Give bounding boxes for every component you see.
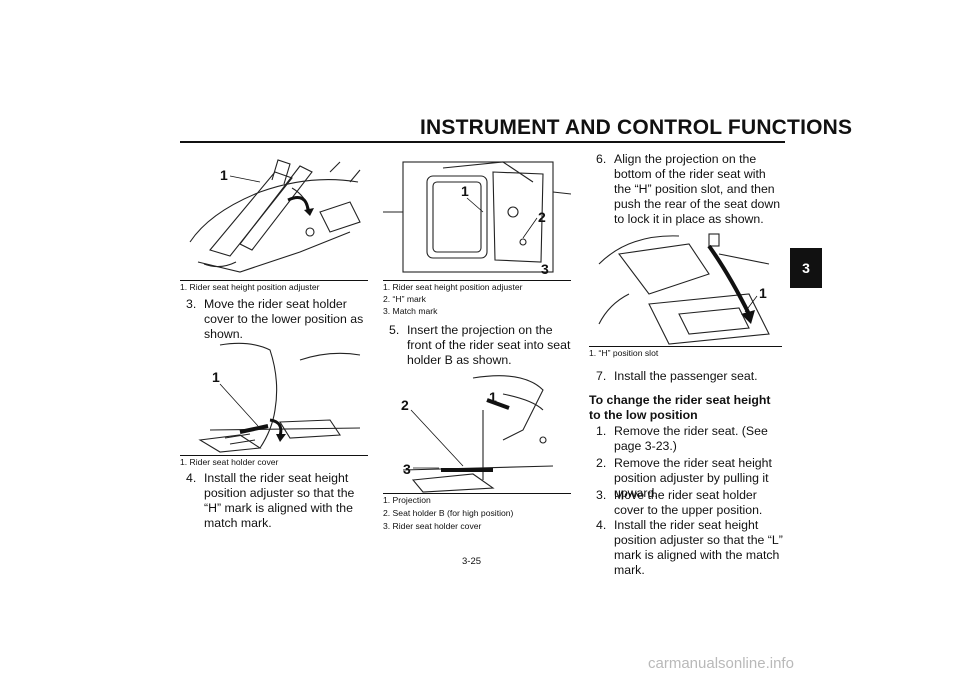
step-number: 3.: [186, 297, 197, 311]
step-number: 4.: [596, 518, 607, 532]
figure-3-caption-1: 1. Rider seat height position adjuster: [383, 282, 523, 292]
chapter-tab: 3: [790, 248, 822, 288]
step-4: 4. Install the rider seat height positio…: [186, 471, 372, 531]
step-text: Align the projection on the bottom of th…: [614, 152, 781, 226]
figure-h-slot: 1: [589, 224, 782, 346]
figure-4-caption-1: 1. Projection: [383, 495, 431, 505]
figure-4-callout-2: 2: [401, 397, 409, 413]
step-number: 6.: [596, 152, 607, 166]
step-text: Remove the rider seat height position ad…: [614, 456, 772, 500]
step-text: Remove the rider seat. (See page 3-23.): [614, 424, 768, 453]
figure-3-caption-3: 3. Match mark: [383, 306, 438, 316]
figure-3-caption-2: 2. “H” mark: [383, 294, 426, 304]
step-text: Install the passenger seat.: [614, 369, 758, 383]
figure-5-callout-1: 1: [759, 285, 767, 301]
figure-4-callout-3: 3: [403, 461, 411, 477]
figure-h-mark: 1 2 3: [383, 152, 571, 280]
low-step-4: 4. Install the rider seat height positio…: [596, 518, 786, 578]
figure-4-illustration: 2 1 3: [401, 375, 554, 493]
step-7: 7. Install the passenger seat.: [596, 369, 786, 384]
caption-rule: [589, 346, 782, 347]
header-rule: [180, 141, 785, 143]
low-step-3: 3. Move the rider seat holder cover to t…: [596, 488, 786, 518]
caption-rule: [180, 280, 368, 281]
step-3: 3. Move the rider seat holder cover to t…: [186, 297, 370, 342]
step-5: 5. Insert the projection on the front of…: [389, 323, 575, 368]
figure-holder-cover: 1: [180, 340, 368, 455]
step-text: Install the rider seat height position a…: [614, 518, 783, 577]
figure-4-callout-1: 1: [489, 389, 497, 405]
figure-5-caption: 1. “H” position slot: [589, 348, 659, 358]
page-title: INSTRUMENT AND CONTROL FUNCTIONS: [420, 116, 853, 139]
step-number: 4.: [186, 471, 197, 485]
page-number: 3-25: [462, 556, 482, 567]
step-number: 2.: [596, 456, 607, 470]
step-6: 6. Align the projection on the bottom of…: [596, 152, 786, 227]
step-text: Move the rider seat holder cover to the …: [204, 297, 364, 341]
watermark: carmanualsonline.info: [648, 655, 794, 672]
step-number: 3.: [596, 488, 607, 502]
step-number: 7.: [596, 369, 607, 383]
figure-1-callout-1: 1: [220, 167, 228, 183]
step-number: 1.: [596, 424, 607, 438]
section-heading-low-position: To change the rider seat height to the l…: [589, 393, 771, 422]
figure-3-callout-2: 2: [538, 209, 546, 225]
caption-rule: [383, 493, 571, 494]
caption-rule: [383, 280, 571, 281]
figure-3-illustration: 1 2 3: [383, 161, 571, 277]
low-step-2: 2. Remove the rider seat height position…: [596, 456, 786, 501]
figure-3-callout-3: 3: [541, 261, 549, 277]
figure-4-caption-3: 3. Rider seat holder cover: [383, 521, 482, 531]
step-number: 5.: [389, 323, 400, 337]
figure-2-caption: 1. Rider seat holder cover: [180, 457, 279, 467]
figure-1-illustration: 1: [189, 159, 361, 273]
step-text: Install the rider seat height position a…: [204, 471, 355, 530]
figure-2-callout-1: 1: [212, 369, 220, 385]
low-step-1: 1. Remove the rider seat. (See page 3-23…: [596, 424, 786, 454]
figure-1-caption: 1. Rider seat height position adjuster: [180, 282, 320, 292]
figure-4-caption-2: 2. Seat holder B (for high position): [383, 508, 514, 518]
step-text: Insert the projection on the front of th…: [407, 323, 571, 367]
figure-2-illustration: 1: [198, 342, 361, 453]
figure-seat-adjuster: 1: [180, 152, 368, 280]
caption-rule: [180, 455, 368, 456]
figure-3-callout-1: 1: [461, 183, 469, 199]
step-text: Move the rider seat holder cover to the …: [614, 488, 763, 517]
figure-projection: 2 1 3: [383, 370, 571, 493]
figure-5-illustration: 1: [598, 233, 770, 345]
